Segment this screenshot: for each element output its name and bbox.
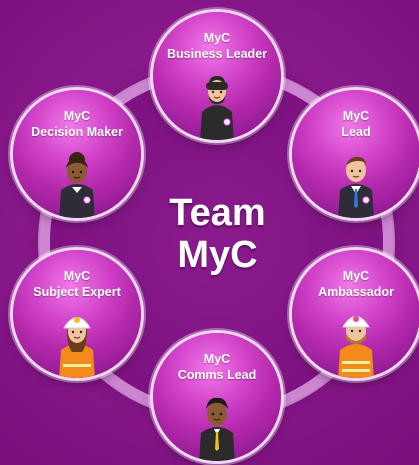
center-title-line-2: MyC bbox=[177, 234, 258, 276]
node-decision-maker[interactable]: MyC Decision Maker bbox=[13, 90, 141, 218]
center-title: Team MyC bbox=[125, 192, 310, 276]
node-subject-expert[interactable]: MyC Subject Expert bbox=[13, 250, 141, 378]
node-label-line-1: MyC bbox=[342, 109, 370, 123]
node-label-line-1: MyC bbox=[63, 269, 91, 283]
node-lead[interactable]: MyC Lead bbox=[292, 90, 419, 218]
node-label: MyC Lead bbox=[298, 108, 414, 140]
business-leader-avatar-icon bbox=[192, 68, 242, 140]
node-label-line-1: MyC bbox=[342, 269, 370, 283]
comms-lead-avatar-icon bbox=[192, 389, 242, 461]
node-label-line-1: MyC bbox=[203, 31, 231, 45]
node-ambassador[interactable]: MyC Ambassador bbox=[292, 250, 419, 378]
center-title-line-1: Team bbox=[169, 192, 266, 234]
node-label: MyC Subject Expert bbox=[19, 268, 135, 300]
node-label: MyC Business Leader bbox=[159, 30, 275, 62]
subject-expert-avatar-icon bbox=[52, 306, 102, 378]
decision-maker-avatar-icon bbox=[52, 146, 102, 218]
node-label: MyC Decision Maker bbox=[19, 108, 135, 140]
node-label: MyC Comms Lead bbox=[159, 351, 275, 383]
node-label-line-2: Decision Maker bbox=[31, 125, 123, 139]
node-business-leader[interactable]: MyC Business Leader bbox=[153, 12, 281, 140]
node-comms-lead[interactable]: MyC Comms Lead bbox=[153, 333, 281, 461]
ambassador-avatar-icon bbox=[331, 306, 381, 378]
lead-avatar-icon bbox=[331, 146, 381, 218]
node-label: MyC Ambassador bbox=[298, 268, 414, 300]
node-label-line-2: Lead bbox=[341, 125, 371, 139]
node-label-line-2: Subject Expert bbox=[33, 285, 121, 299]
node-label-line-2: Business Leader bbox=[166, 47, 268, 61]
node-label-line-1: MyC bbox=[203, 352, 231, 366]
node-label-line-1: MyC bbox=[63, 109, 91, 123]
node-label-line-2: Ambassador bbox=[318, 285, 394, 299]
node-label-line-2: Comms Lead bbox=[177, 368, 257, 382]
